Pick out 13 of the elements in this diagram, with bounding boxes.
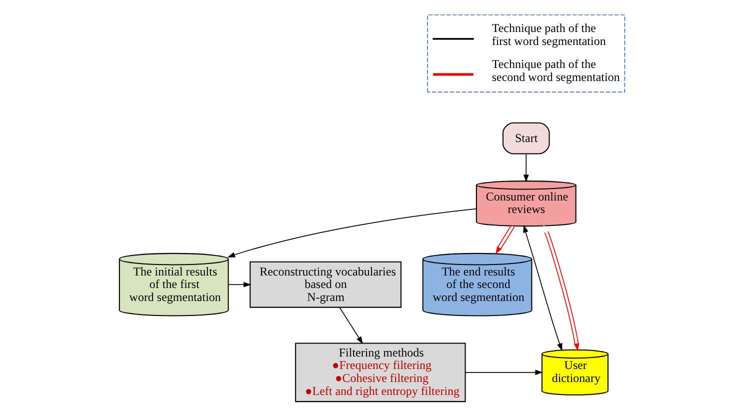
arrow (464, 370, 542, 376)
node-box: Start (502, 122, 550, 154)
node-box: Reconstructing vocabularies based on N-gram (249, 261, 402, 308)
arrow (522, 224, 562, 352)
arrow (227, 282, 251, 288)
arrow (494, 224, 514, 254)
arrow (522, 153, 528, 182)
legend-label: Technique path of the second word segmentation (491, 57, 620, 84)
legend-label: Technique path of the first word segmentation (491, 21, 606, 48)
arrow (226, 208, 476, 258)
arrow (338, 306, 362, 344)
arrow (543, 224, 579, 352)
node-box: Filtering methods ●Frequency filtering ●Cohesive filtering ●Left and right entropy filtering (294, 342, 466, 402)
